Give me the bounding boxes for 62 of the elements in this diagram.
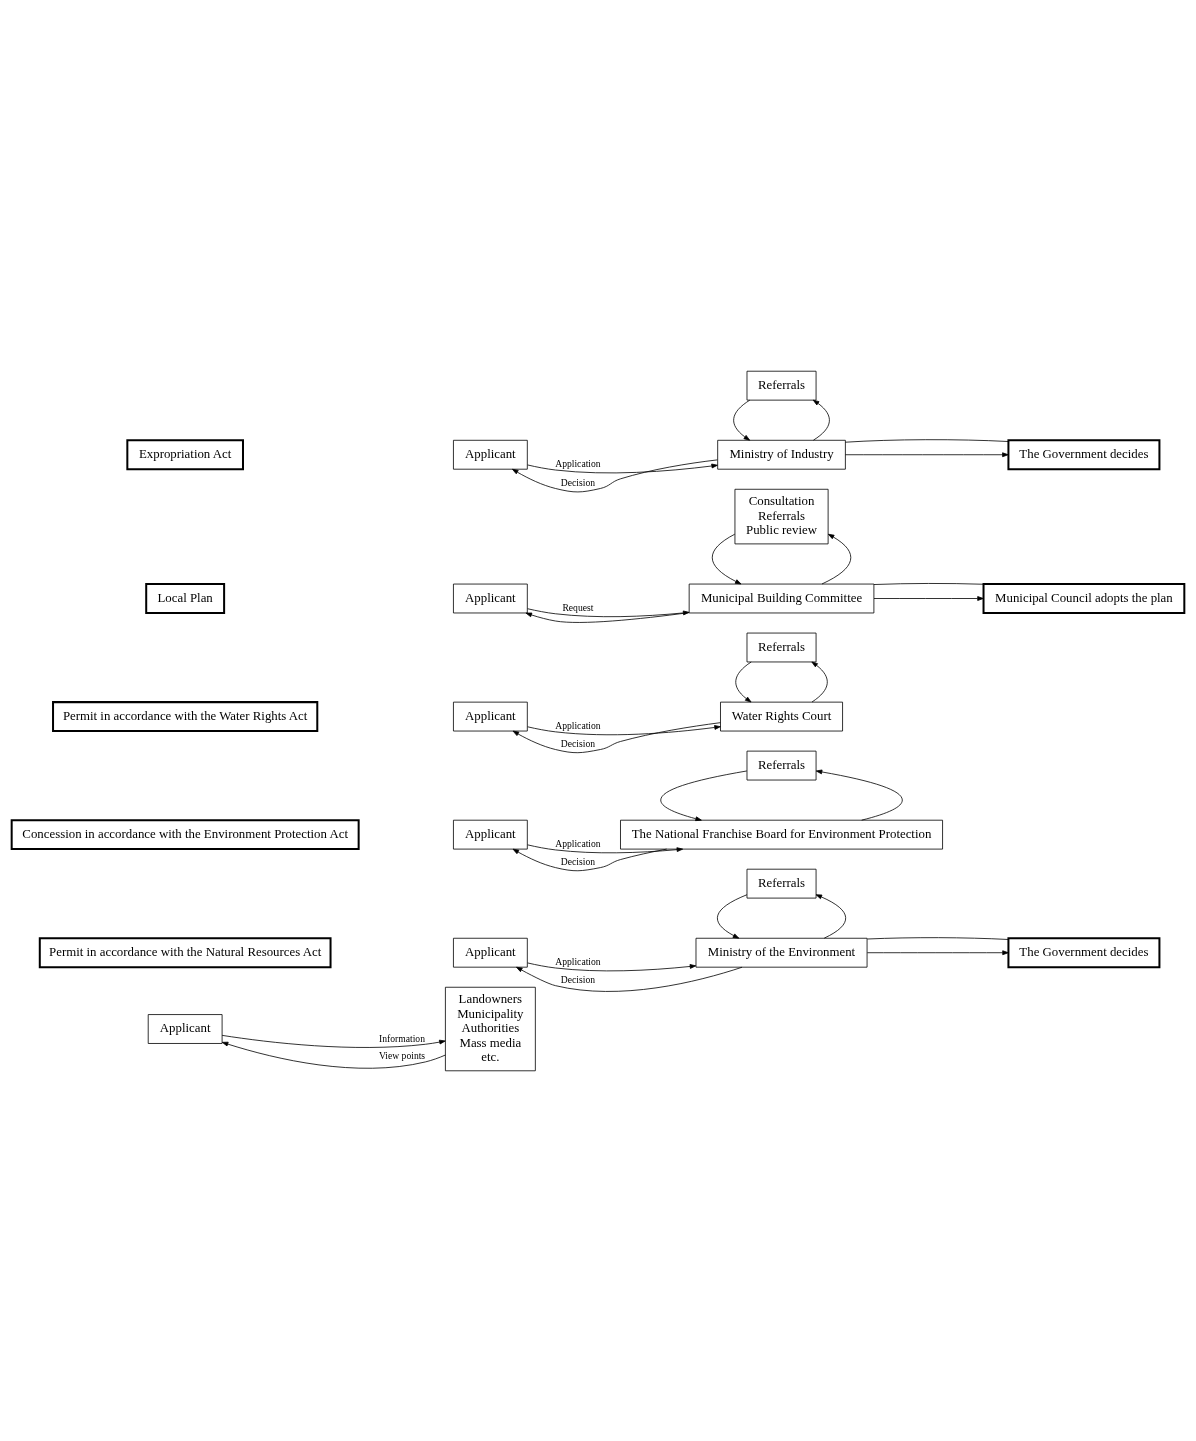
node-box: Referrals xyxy=(746,868,817,898)
arrow xyxy=(221,1034,446,1048)
node-box: Applicant xyxy=(453,819,528,849)
edge-label: Decision xyxy=(560,855,596,867)
arrow xyxy=(527,724,721,735)
arrow xyxy=(516,966,743,992)
arrow xyxy=(527,463,718,473)
node-box: Applicant xyxy=(453,701,528,731)
connector xyxy=(845,438,1009,443)
arrow xyxy=(512,459,718,492)
arrow xyxy=(527,962,697,971)
connector xyxy=(873,582,984,585)
node-box: Permit in accordance with the Water Rights Act xyxy=(52,700,319,732)
arrow xyxy=(512,721,721,753)
node-box: Applicant xyxy=(453,439,528,470)
node-box: Referrals xyxy=(746,370,817,401)
edge-label: Decision xyxy=(560,973,596,985)
arrow xyxy=(527,843,684,853)
node-box: Water Rights Court xyxy=(720,701,843,731)
node-box: Applicant xyxy=(453,583,528,613)
node-box: Referrals xyxy=(746,632,817,662)
edge-label: Application xyxy=(555,837,601,849)
arrow xyxy=(512,848,668,871)
arrow xyxy=(873,595,984,601)
node-box: Concession in accordance with the Environment Protection Act xyxy=(10,818,360,850)
node-box: The National Franchise Board for Environment Protection xyxy=(620,819,943,849)
edge-label: Information xyxy=(379,1032,426,1044)
arrow xyxy=(735,661,752,702)
node-box: Municipal Building Committee xyxy=(688,583,875,613)
arrow xyxy=(815,769,903,821)
edge-label: Application xyxy=(555,719,601,731)
node-box: Applicant xyxy=(147,1013,223,1044)
node-box: Local Plan xyxy=(145,582,226,614)
node-box: Landowners Municipality Authorities Mass media etc. xyxy=(445,986,536,1071)
node-box: Ministry of the Environment xyxy=(695,937,868,968)
node-box: The Government decides xyxy=(1007,936,1161,968)
node-box: Expropriation Act xyxy=(126,438,244,470)
connector xyxy=(866,936,1009,940)
edge-label: View points xyxy=(378,1049,426,1061)
arrow xyxy=(717,893,748,939)
node-box: Consultation Referrals Public review xyxy=(734,488,829,544)
node-box: The Government decides xyxy=(1007,438,1161,470)
node-box: Ministry of Industry xyxy=(717,439,846,470)
node-box: Municipal Council adopts the plan xyxy=(982,582,1186,614)
edge-label: Application xyxy=(555,457,601,469)
arrow xyxy=(866,949,1009,955)
node-box: Applicant xyxy=(453,937,528,968)
arrow xyxy=(221,1041,446,1069)
node-box: Permit in accordance with the Natural Resources Act xyxy=(38,936,332,968)
arrow xyxy=(811,661,828,702)
arrow xyxy=(845,451,1009,457)
edge-label: Application xyxy=(555,955,601,967)
arrow xyxy=(733,399,751,441)
arrow xyxy=(711,533,742,584)
edge-label: Decision xyxy=(560,737,596,749)
edge-label: Request xyxy=(562,601,594,613)
arrow xyxy=(660,770,748,821)
arrow xyxy=(815,893,847,939)
arrow xyxy=(821,533,852,584)
edge-label: Decision xyxy=(560,476,596,488)
arrow xyxy=(812,399,830,441)
node-box: Referrals xyxy=(746,750,817,780)
